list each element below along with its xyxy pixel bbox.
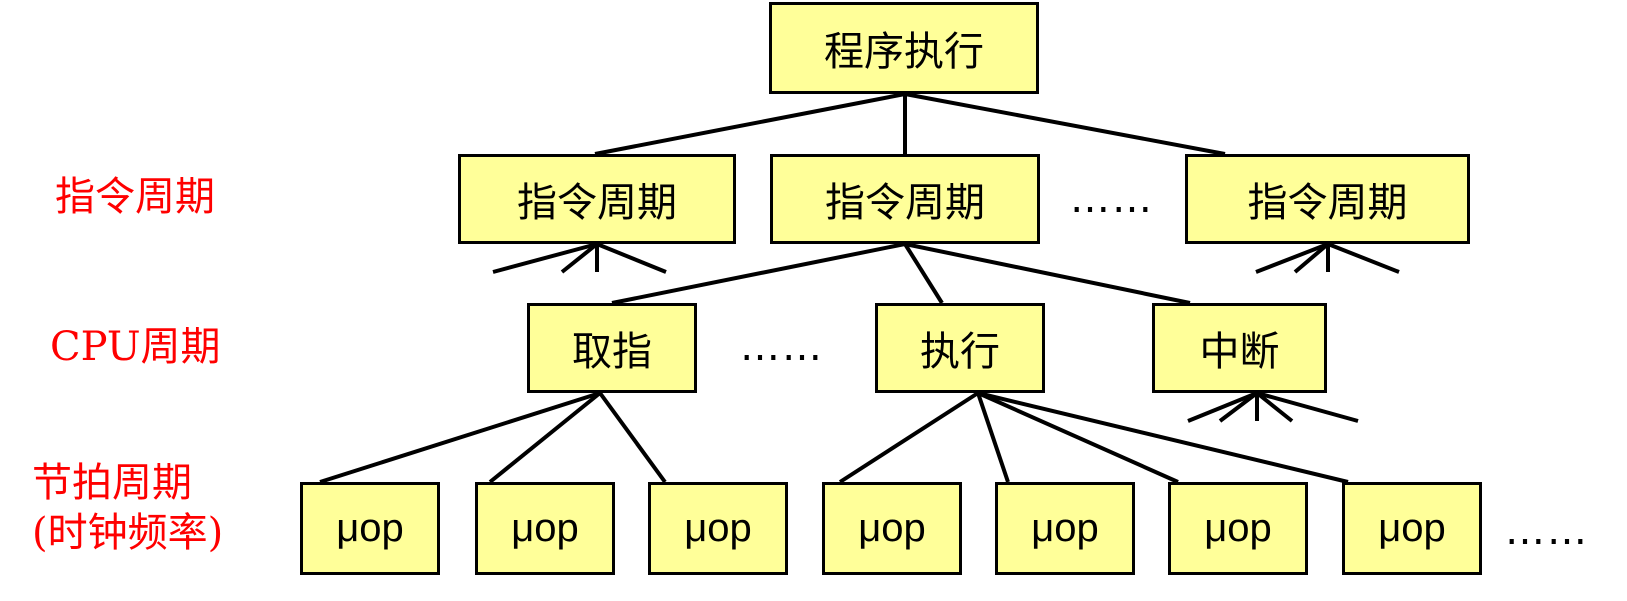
- node-uop-5: μop: [995, 482, 1135, 575]
- edge-instr-2-execute: [903, 242, 944, 305]
- edge-instr-2-interrupt: [904, 242, 1191, 305]
- level-label-instruction: 指令周期: [55, 174, 215, 220]
- stub-fan-instr-3: [1255, 242, 1400, 274]
- node-instruction-cycle-1: 指令周期: [458, 154, 736, 244]
- edge-root-instr-1: [594, 92, 906, 156]
- node-instruction-cycle-2: 指令周期: [770, 154, 1040, 244]
- edge-fetch-uop-1: [319, 391, 601, 484]
- ellipsis-cpu: ……: [740, 324, 824, 370]
- node-uop-7: μop: [1342, 482, 1482, 575]
- node-cpu-interrupt: 中断: [1152, 303, 1327, 393]
- node-instruction-cycle-3: 指令周期: [1185, 154, 1470, 244]
- level-label-beat-line2: (时钟频率): [32, 510, 224, 556]
- node-cpu-fetch: 取指: [527, 303, 697, 393]
- edge-fetch-uop-3: [598, 391, 667, 484]
- edge-execute-uop-7: [977, 391, 1349, 484]
- ellipsis-instruction: ……: [1070, 176, 1154, 222]
- ellipsis-uop: ……: [1505, 508, 1589, 554]
- level-label-beat-line1: 节拍周期: [32, 460, 192, 506]
- edge-execute-uop-4: [838, 391, 980, 484]
- node-uop-2: μop: [475, 482, 615, 575]
- node-program-execution: 程序执行: [769, 2, 1039, 94]
- edge-execute-uop-6: [977, 391, 1179, 484]
- edge-fetch-uop-2: [488, 391, 602, 484]
- level-label-cpu: CPU周期: [50, 324, 221, 370]
- node-uop-1: μop: [300, 482, 440, 575]
- stub-fan-instr-1: [492, 242, 667, 274]
- node-cpu-execute: 执行: [875, 303, 1045, 393]
- node-uop-4: μop: [822, 482, 962, 575]
- edge-execute-uop-5: [976, 392, 1010, 483]
- stub-fan-interrupt: [1187, 391, 1359, 423]
- node-uop-3: μop: [648, 482, 788, 575]
- edge-root-instr-3: [904, 92, 1226, 156]
- level-label-beat: 节拍周期 (时钟频率): [32, 458, 223, 558]
- node-uop-6: μop: [1168, 482, 1308, 575]
- edge-instr-2-fetch: [611, 242, 906, 305]
